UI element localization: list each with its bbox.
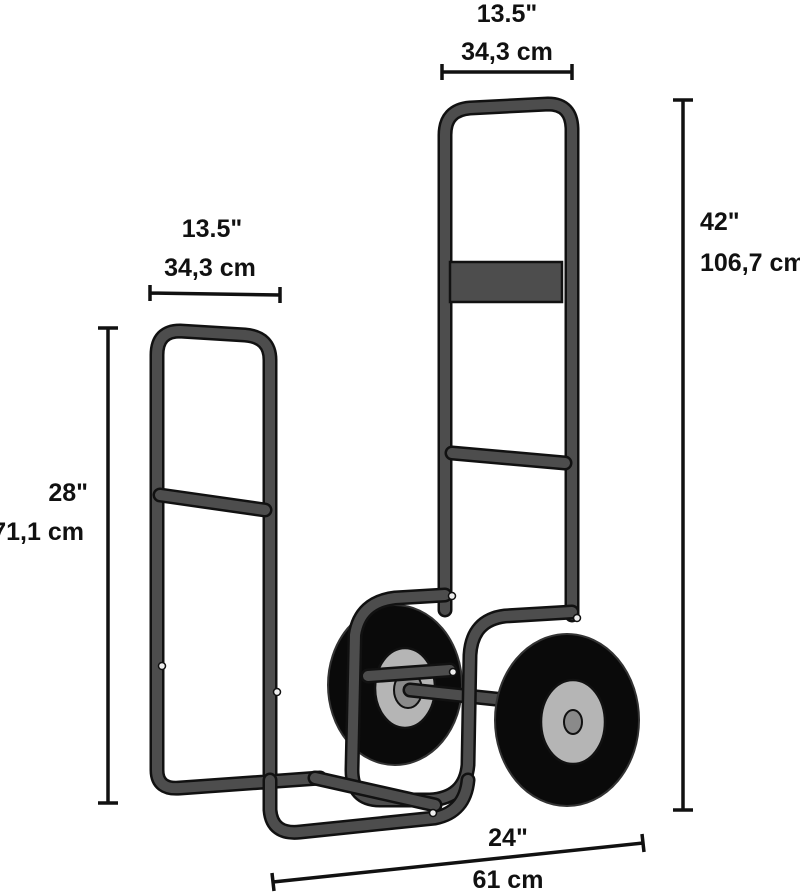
length-metric: 61 cm <box>473 866 544 892</box>
handle-width-metric: 34,3 cm <box>461 38 553 66</box>
length-imperial: 24" <box>488 824 528 852</box>
length-line <box>270 833 646 892</box>
handle-frame <box>437 96 580 623</box>
handle-width-imperial: 13.5" <box>477 0 538 28</box>
rack-frame <box>149 323 476 840</box>
handle-width-line <box>440 64 574 80</box>
handle-plate <box>448 260 564 304</box>
rack-height-imperial: 28" <box>48 479 88 507</box>
total-height-metric: 106,7 cm <box>700 249 800 277</box>
right-wheel <box>494 633 640 807</box>
dimension-lines <box>98 64 693 892</box>
total-height-line <box>673 98 693 812</box>
rack-height-metric: 71,1 cm <box>0 518 84 546</box>
bolts <box>157 591 582 818</box>
rack-width-line <box>148 285 282 303</box>
cart-drawing <box>149 96 640 840</box>
rack-height-line <box>98 326 118 805</box>
rack-width-imperial: 13.5" <box>182 215 243 243</box>
total-height-imperial: 42" <box>700 208 740 236</box>
rack-width-metric: 34,3 cm <box>164 254 256 282</box>
